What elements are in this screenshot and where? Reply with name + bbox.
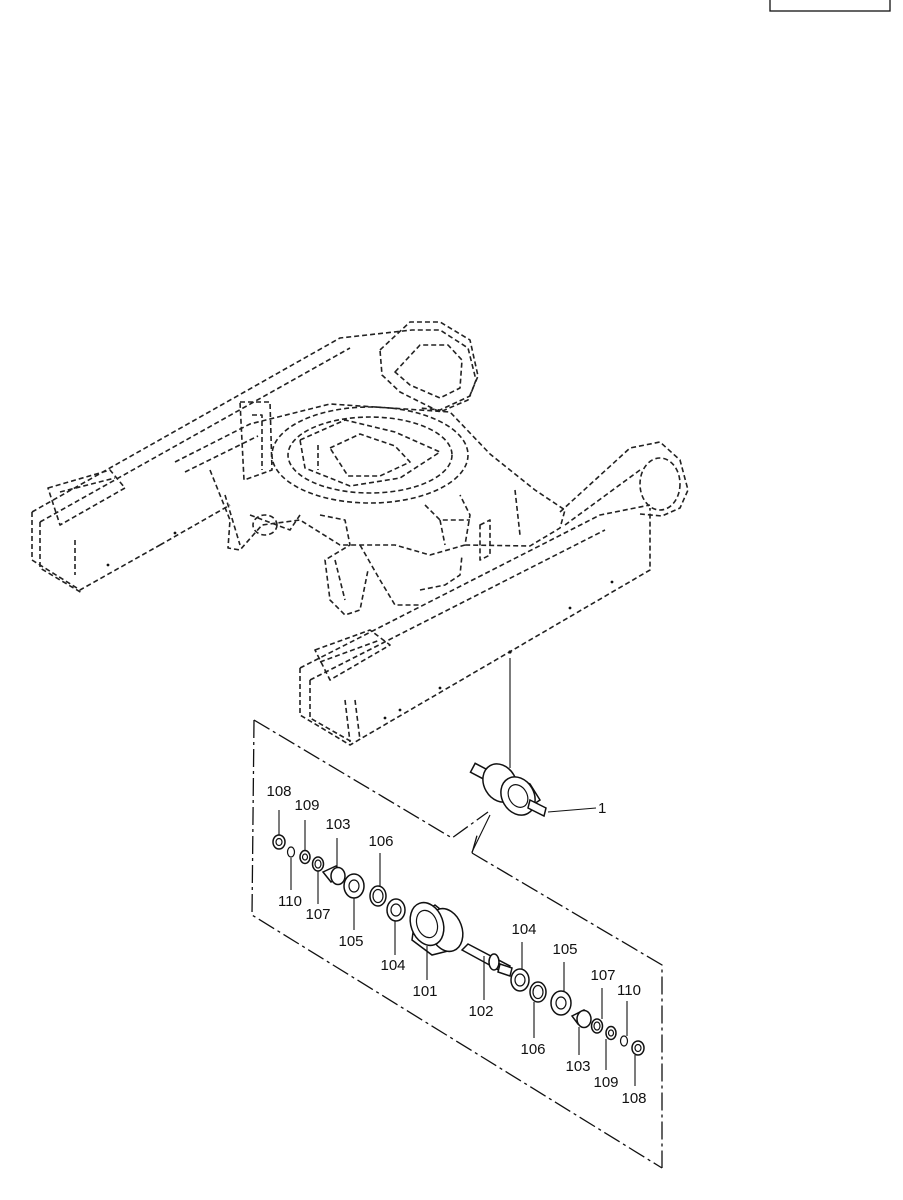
callout-1: 1 <box>598 800 606 817</box>
callout-107-left: 107 <box>305 906 330 923</box>
callout-103-left: 103 <box>325 816 350 833</box>
left-parts <box>272 834 406 922</box>
callout-101: 101 <box>412 983 437 1000</box>
callout-107-right: 107 <box>590 967 615 984</box>
roller-101 <box>409 901 464 956</box>
collar-103-right <box>570 1009 592 1029</box>
washer-109-left <box>299 849 311 865</box>
o-ring-107-left <box>311 856 325 872</box>
page-label-box <box>769 0 891 12</box>
assembly-pointer-line <box>471 814 491 853</box>
callout-102: 102 <box>468 1003 493 1020</box>
seal-ring-106-left <box>369 885 387 907</box>
callout-109-left: 109 <box>294 797 319 814</box>
bearing-104-left <box>386 898 406 922</box>
callout-1-leader <box>547 807 597 813</box>
callout-106-right: 106 <box>520 1041 545 1058</box>
callout-105-right: 105 <box>552 941 577 958</box>
callout-106-left: 106 <box>368 833 393 850</box>
seal-housing-105-left <box>343 873 365 899</box>
washer-109-right <box>605 1025 617 1041</box>
callout-110-right: 110 <box>617 982 641 999</box>
callout-103-right: 103 <box>565 1058 590 1075</box>
right-parts <box>510 968 645 1056</box>
track-roller-assembly <box>469 762 547 818</box>
callout-104-left: 104 <box>380 957 405 974</box>
callout-108-left: 108 <box>266 783 291 800</box>
snap-ring-110-right <box>619 1035 629 1047</box>
collar-103-left <box>321 865 346 886</box>
nut-108-left <box>272 834 286 850</box>
callout-104-right: 104 <box>511 921 536 938</box>
snap-ring-110-left <box>286 846 296 858</box>
nut-108-right <box>631 1040 645 1056</box>
undercarriage-frame <box>31 321 689 746</box>
leader-lines <box>278 810 636 1086</box>
callout-109-right: 109 <box>593 1074 618 1091</box>
bearing-104-right <box>510 968 530 992</box>
callout-105-left: 105 <box>338 933 363 950</box>
shaft-102 <box>460 943 513 977</box>
callout-110-left: 110 <box>278 893 302 910</box>
callout-108-right: 108 <box>621 1090 646 1107</box>
seal-ring-106-right <box>529 981 547 1003</box>
o-ring-107-right <box>590 1018 604 1034</box>
seal-housing-105-right <box>550 990 572 1016</box>
